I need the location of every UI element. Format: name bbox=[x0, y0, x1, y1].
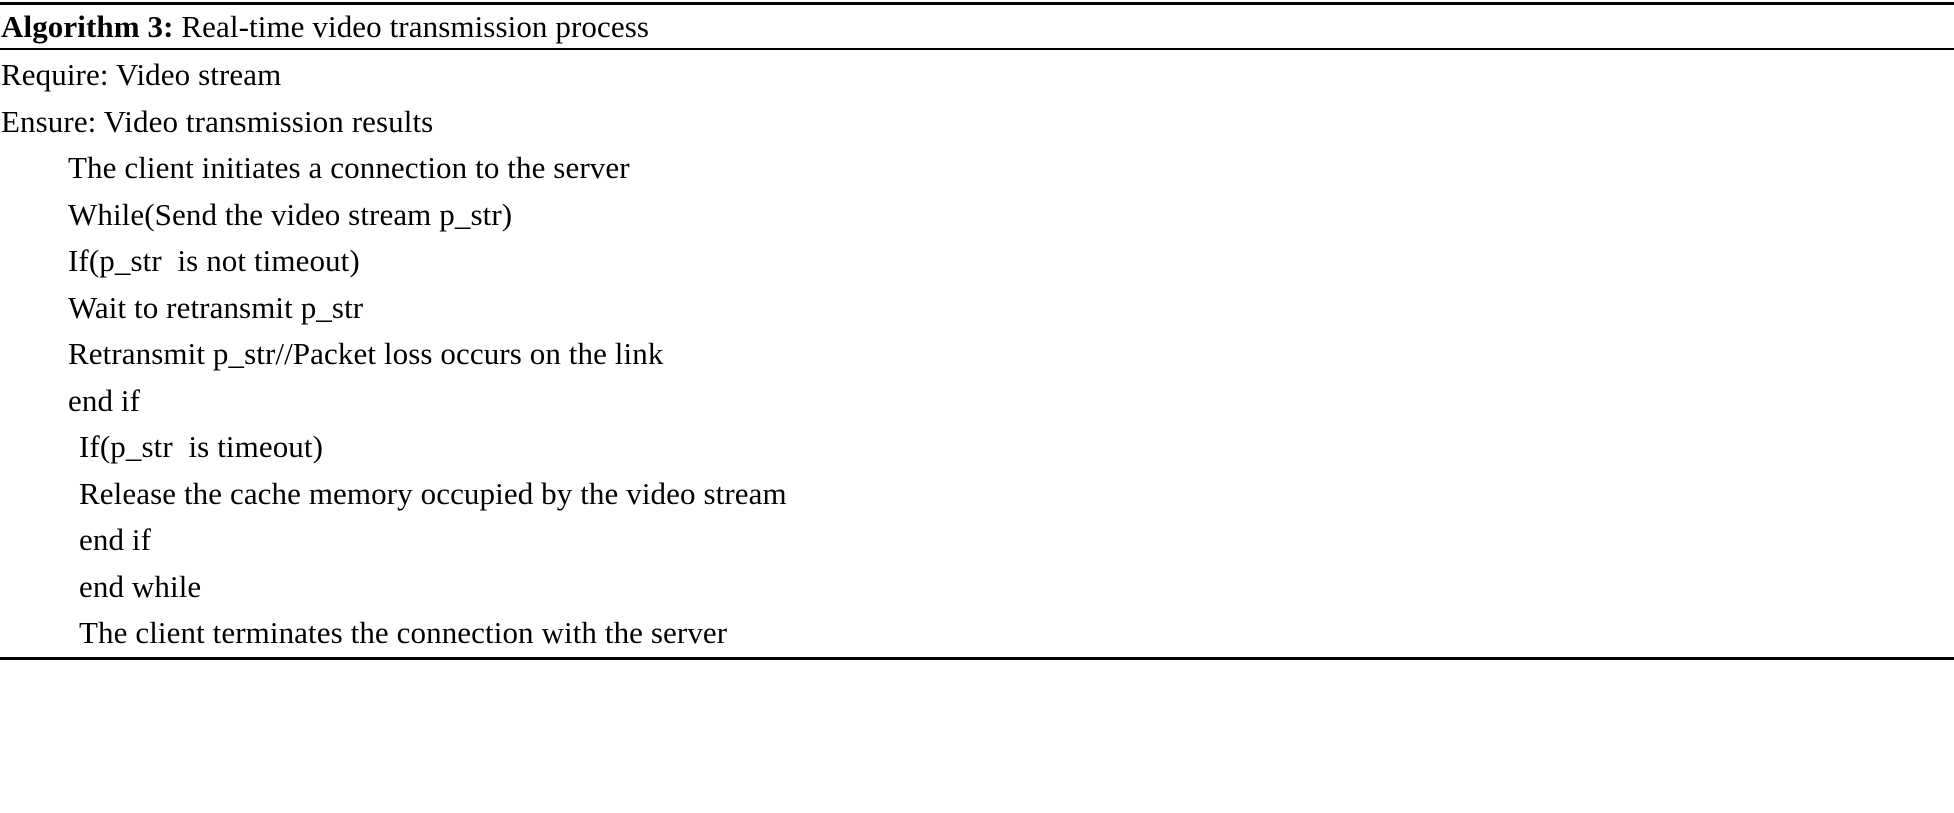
algo-line: While(Send the video stream p_str) bbox=[68, 196, 513, 232]
top-rule bbox=[0, 2, 1954, 5]
bottom-rule bbox=[0, 656, 1954, 660]
algorithm-title-text: Real-time video transmission process bbox=[173, 9, 650, 44]
title-separator-rule bbox=[0, 48, 1954, 50]
algo-line: If(p_str is timeout) bbox=[79, 429, 324, 464]
algo-line: Wait to retransmit p_str bbox=[68, 289, 364, 325]
algo-line: Release the cache memory occupied by the… bbox=[79, 475, 787, 511]
algo-line: Retransmit p_str//Packet loss occurs on … bbox=[68, 336, 664, 371]
algorithm-title-label: Algorithm 3: bbox=[1, 9, 174, 44]
algo-line: end while bbox=[79, 568, 202, 604]
algo-line: The client terminates the connection wit… bbox=[79, 615, 728, 650]
algo-line: If(p_str is not timeout) bbox=[68, 243, 360, 278]
algorithm-title: Algorithm 3: Real-time video transmissio… bbox=[0, 5, 1954, 48]
algo-line: end if bbox=[79, 522, 152, 557]
algo-line: The client initiates a connection to the… bbox=[68, 150, 630, 185]
algo-line: Ensure: Video transmission results bbox=[1, 103, 434, 139]
algo-line: end if bbox=[68, 382, 141, 418]
algorithm-body: Require: Video stream Ensure: Video tran… bbox=[0, 50, 1954, 657]
algo-line: Require: Video stream bbox=[1, 57, 282, 92]
